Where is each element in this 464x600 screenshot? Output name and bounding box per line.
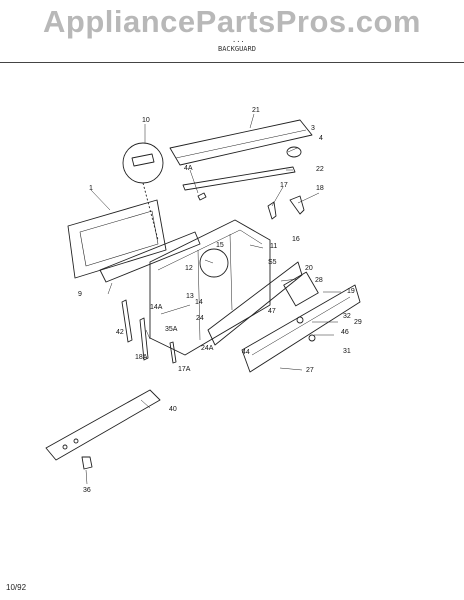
- callout-9: 9: [78, 291, 82, 298]
- callout-40: 40: [169, 406, 177, 413]
- callout-1: 1: [89, 185, 93, 192]
- part-36-foot: [81, 456, 93, 470]
- callout-28: 28: [315, 277, 323, 284]
- part-9-rail: [99, 231, 201, 283]
- part-1-window-panel: [67, 199, 167, 279]
- callout-32: 32: [343, 313, 351, 320]
- header-line-2: BACKGUARD: [218, 45, 256, 53]
- callout-35A: 35A: [165, 326, 178, 333]
- part-22-strip: [182, 166, 296, 191]
- part-17-bracket: [267, 201, 277, 220]
- callout-44: 44: [242, 349, 250, 356]
- callout-29: 29: [354, 319, 362, 326]
- callout-42: 42: [116, 329, 124, 336]
- part-3-end-cap: [286, 146, 302, 158]
- callout-4: 4: [319, 135, 323, 142]
- callout-4A: 4A: [184, 165, 193, 172]
- part-11-backguard-frame: [149, 219, 271, 356]
- callout-31: 31: [343, 348, 351, 355]
- part-19-lower-panel: [241, 284, 361, 373]
- watermark: AppliancePartsPros.com: [43, 4, 421, 39]
- callout-47: 47: [268, 308, 276, 315]
- callout-18: 18: [316, 185, 324, 192]
- part-42: [121, 299, 133, 343]
- part-18A: [139, 317, 149, 361]
- callout-11: 11: [270, 243, 277, 250]
- part-17A: [169, 341, 177, 364]
- callout-10: 10: [142, 117, 150, 124]
- callout-17A: 17A: [178, 366, 191, 373]
- part-40-lower-strip: [45, 389, 161, 461]
- callout-24A: 24A: [201, 345, 214, 352]
- callout-14: 14: [195, 299, 203, 306]
- part-18-bracket: [289, 195, 305, 215]
- callout-13: 13: [186, 293, 194, 300]
- header-line-1: ...: [232, 36, 245, 44]
- callout-15: 15: [216, 242, 224, 249]
- callout-19: 19: [347, 288, 355, 295]
- callout-24: 24: [196, 315, 204, 322]
- detail-10-circle: [122, 142, 164, 184]
- callout-16: 16: [292, 236, 300, 243]
- header-rule: [0, 62, 464, 63]
- callout-17: 17: [280, 182, 288, 189]
- callout-20: 20: [305, 265, 313, 272]
- knob-32: [296, 316, 304, 324]
- callout-27: 27: [306, 367, 314, 374]
- callout-36: 36: [83, 487, 91, 494]
- knob-31: [308, 334, 316, 342]
- callout-S5: S5: [268, 259, 277, 266]
- callout-22: 22: [316, 166, 324, 173]
- callout-12: 12: [185, 265, 193, 272]
- detail-15-circle: [199, 248, 229, 278]
- callout-46: 46: [341, 329, 349, 336]
- callout-14A: 14A: [150, 304, 163, 311]
- callout-18A: 18A: [135, 354, 148, 361]
- part-21-top-trim: [169, 119, 313, 166]
- part-4A-clip: [197, 192, 207, 201]
- callout-3: 3: [311, 125, 315, 132]
- part-20-vent: [283, 271, 319, 307]
- footer-date: 10/92: [6, 583, 27, 592]
- callout-21: 21: [252, 107, 260, 114]
